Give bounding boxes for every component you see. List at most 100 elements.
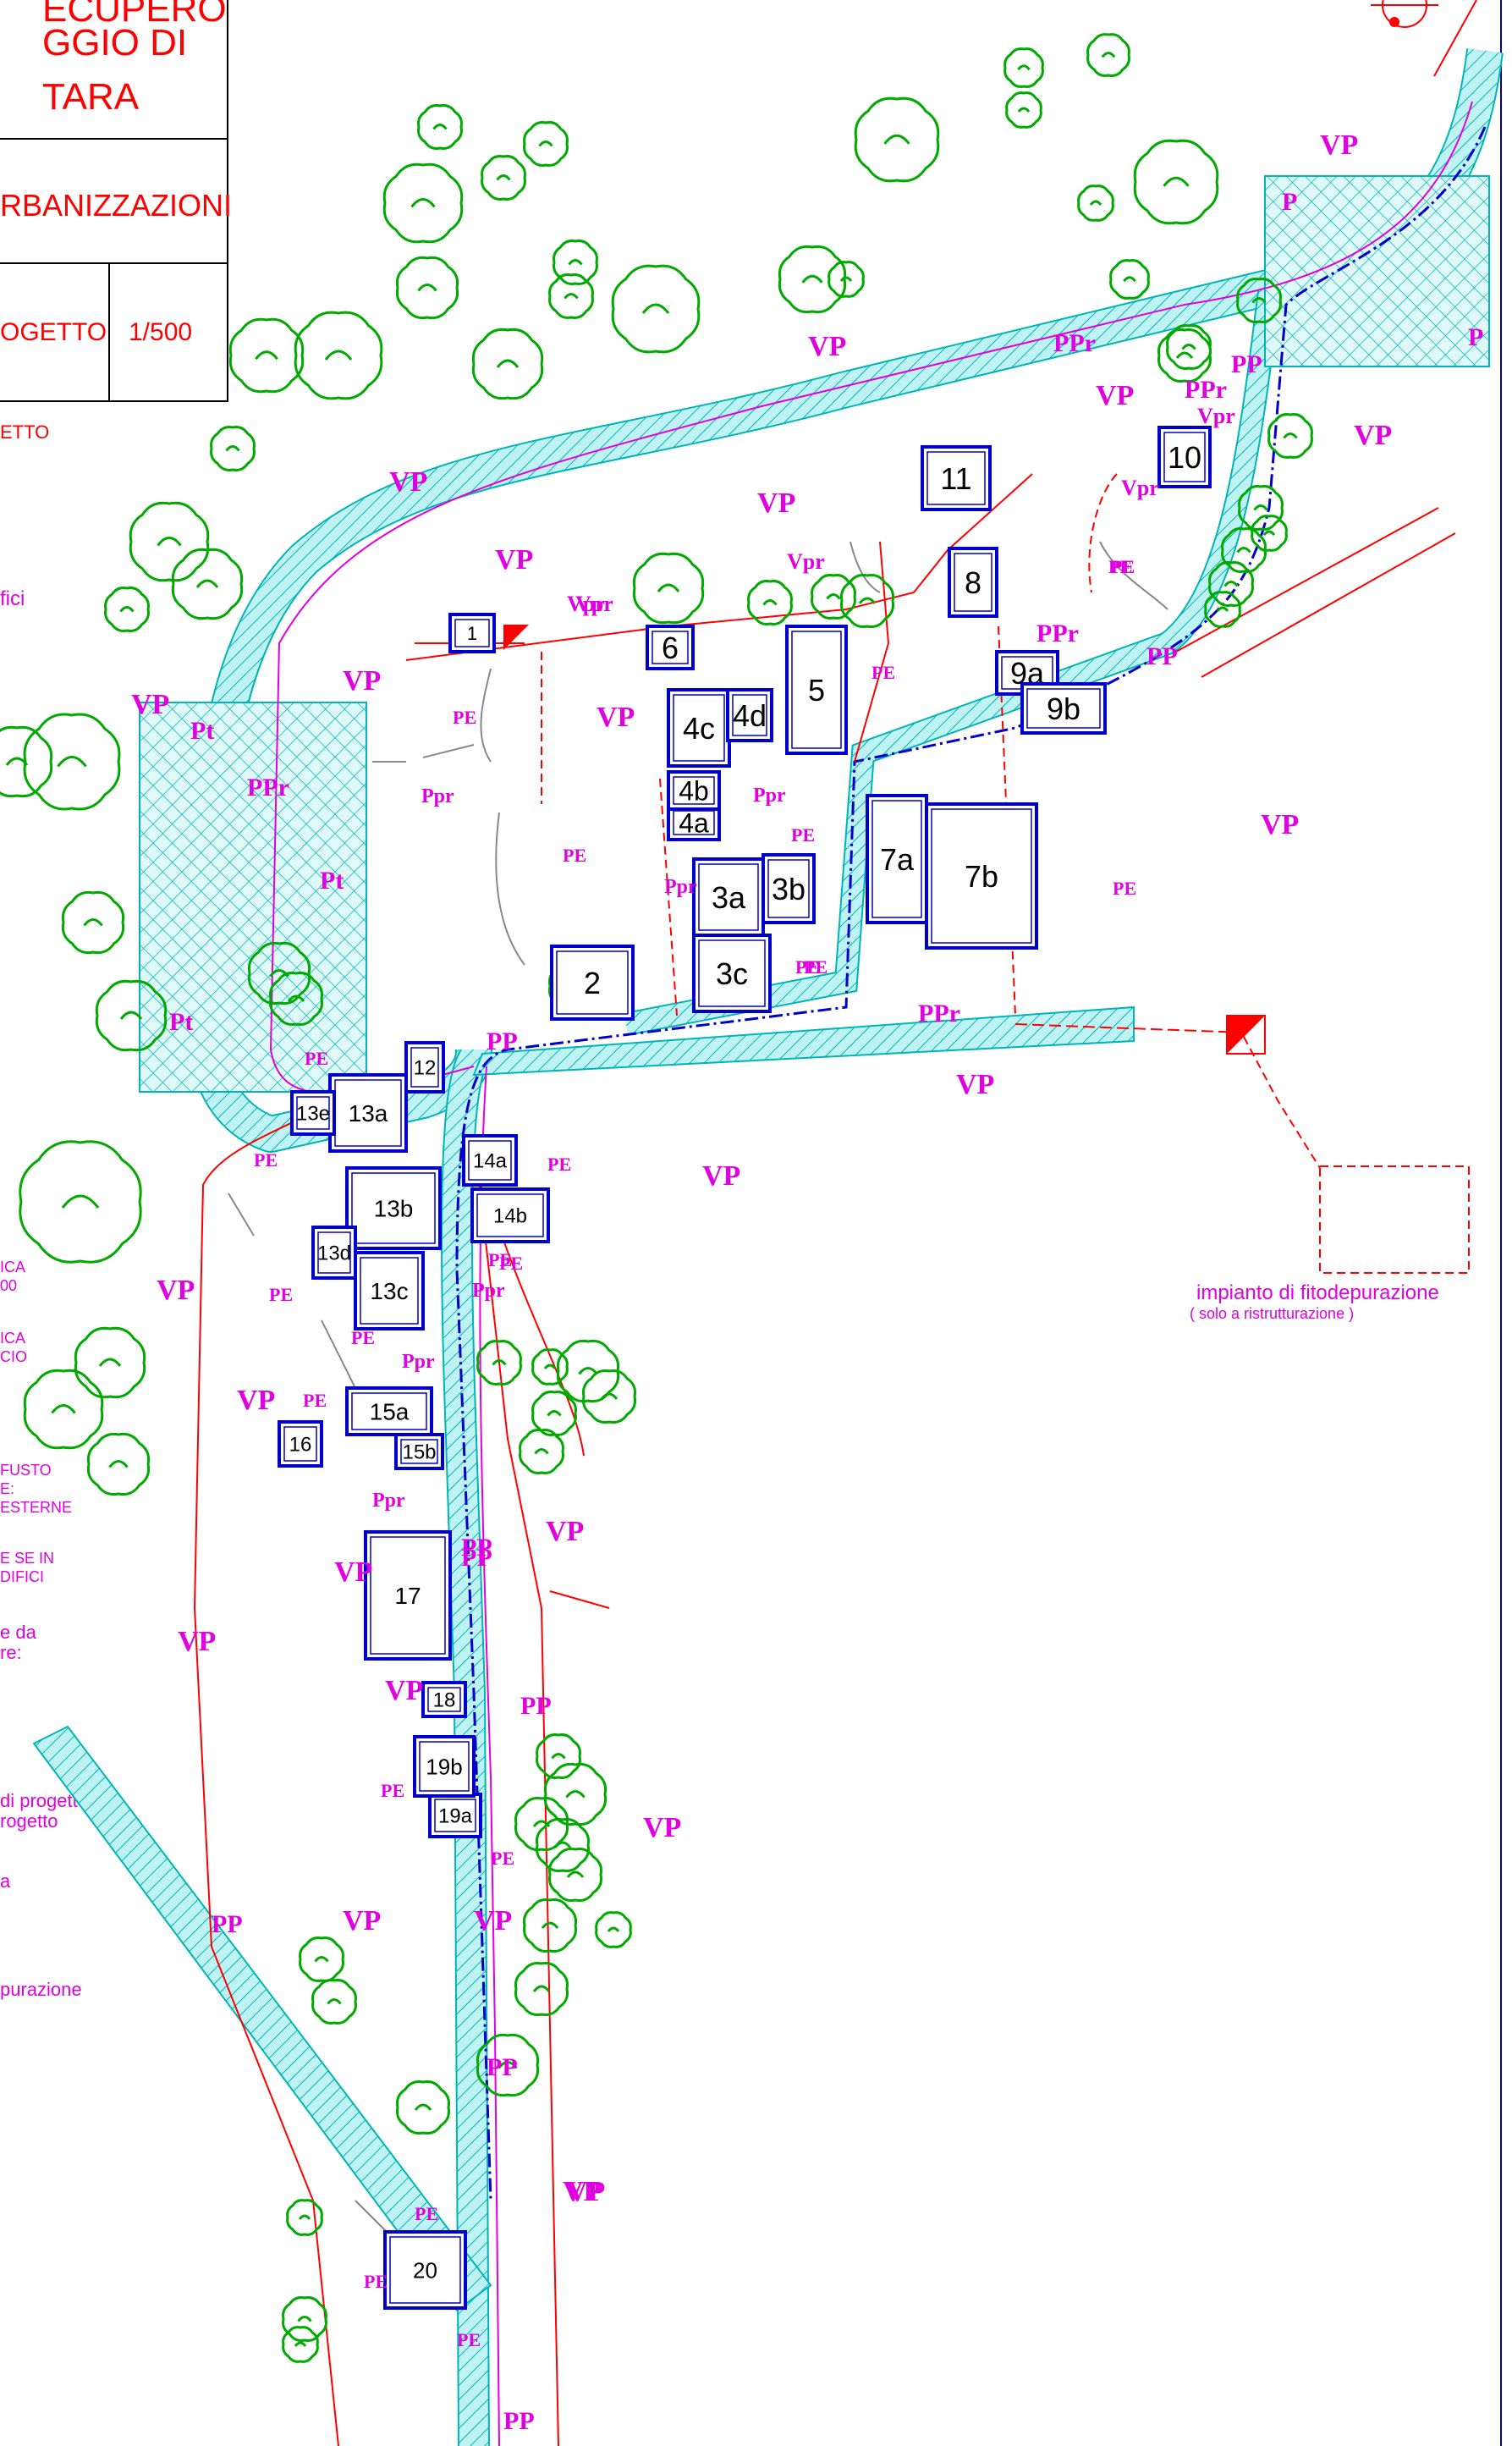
building-number: 6 — [662, 631, 679, 665]
building-number: 13a — [349, 1100, 388, 1127]
zone-label: PE — [381, 1780, 404, 1801]
tree-icon — [417, 104, 463, 150]
tree-icon — [61, 890, 125, 955]
building-outline — [995, 650, 1059, 696]
zone-label: PPr — [1036, 620, 1079, 647]
tree-icon — [286, 2199, 323, 2236]
zone-label: PE — [547, 1154, 571, 1175]
building-outline — [470, 1187, 550, 1243]
tree-icon — [1236, 278, 1282, 323]
building-outline — [646, 625, 695, 670]
building-outline — [925, 802, 1038, 950]
trees — [0, 33, 1313, 2363]
tree-icon — [74, 1326, 146, 1399]
zone-label: Ppr — [753, 785, 786, 807]
tree-icon — [548, 1848, 602, 1902]
zone-label: PP — [487, 1027, 518, 1055]
tree-icon — [228, 317, 305, 394]
building-outline — [364, 1530, 452, 1661]
building-number: 4c — [683, 711, 715, 746]
zone-label: VP — [157, 1275, 195, 1306]
zone-label: PE — [491, 1848, 514, 1869]
zone-labels: VPVPVPVPVPVPVPVPVPVPVPVPVPVPVPVPVPVPVPVP… — [131, 129, 1483, 2435]
building-outline — [462, 1134, 518, 1187]
building-number: 2 — [584, 966, 601, 1000]
tree-icon — [514, 1962, 569, 2016]
tree-icon — [1251, 515, 1288, 552]
zone-label: VP — [1261, 809, 1299, 840]
building-outline — [667, 770, 721, 811]
zone-label: VP — [567, 2176, 605, 2207]
zone-label: PE — [804, 956, 827, 978]
tree-icon — [23, 1369, 104, 1450]
zone-label: VP — [343, 665, 381, 697]
zone-label: Ppr — [402, 1351, 435, 1373]
tree-icon — [1086, 33, 1130, 77]
building-outline — [921, 445, 992, 511]
building-number: 19b — [426, 1754, 462, 1779]
tree-icon — [1003, 47, 1044, 88]
zone-label: Pt — [320, 867, 344, 895]
building-outline — [290, 1090, 336, 1136]
tree-icon — [543, 1762, 608, 1826]
building-outline — [692, 934, 772, 1013]
zone-label: PE — [563, 845, 586, 866]
scale-label: 1/500 — [129, 318, 193, 346]
tree-icon — [1077, 185, 1114, 222]
zone-label: VP — [389, 466, 427, 498]
building-number: 15a — [370, 1399, 410, 1425]
building-number: 14a — [473, 1150, 508, 1173]
building-number: 8 — [965, 565, 981, 600]
zone-label: Vpr — [567, 592, 605, 616]
zone-label: PE — [364, 2271, 388, 2292]
zone-label: VP — [178, 1626, 216, 1657]
legend-a: a — [0, 1870, 11, 1892]
zone-label: PE — [457, 2329, 481, 2350]
zone-label: PE — [415, 2203, 438, 2224]
tree-icon — [129, 501, 210, 582]
tree-icon — [23, 713, 121, 811]
zone-label: PE — [1111, 556, 1135, 577]
zone-label: PPr — [918, 1000, 960, 1027]
zone-label: PE — [795, 956, 819, 978]
zone-label: PE — [499, 1253, 523, 1274]
zone-label: VP — [757, 488, 795, 519]
zone-label: PPr — [247, 774, 289, 802]
building-number: 9b — [1047, 691, 1080, 726]
tree-icon — [86, 1432, 151, 1496]
tree-icon — [1166, 324, 1212, 370]
tree-icon — [104, 587, 150, 632]
zone-label: PE — [254, 1149, 278, 1171]
zone-label: PE — [791, 824, 815, 846]
building-number: 13b — [374, 1196, 414, 1222]
tree-icon — [1005, 91, 1042, 129]
tree-icon — [536, 1818, 590, 1872]
zone-label: Vpr — [575, 592, 613, 616]
zone-label: PE — [1113, 878, 1136, 899]
building-number: 3a — [712, 880, 746, 915]
tree-icon — [523, 1898, 577, 1953]
tree-icon — [269, 972, 323, 1026]
zone-label: VP — [956, 1069, 994, 1100]
tree-icon — [210, 426, 256, 471]
building-number: 1 — [467, 623, 477, 644]
legend-fici: fici — [0, 587, 25, 610]
tree-icon — [611, 264, 701, 354]
tree-icon — [171, 548, 244, 620]
tree-icon — [395, 256, 459, 320]
building-outline — [345, 1166, 442, 1250]
title-line-2: GGIO DI — [42, 22, 188, 63]
tree-icon — [481, 155, 526, 201]
building-number: 17 — [394, 1583, 421, 1609]
zone-label: PP — [487, 2053, 518, 2081]
zone-label: PE — [871, 662, 895, 683]
parking-area-p — [1264, 175, 1490, 367]
main-road — [32, 48, 1504, 2446]
building-outline — [761, 853, 816, 924]
tree-icon — [531, 1391, 577, 1436]
building-outline — [866, 794, 928, 924]
zone-label: PPr — [1185, 376, 1227, 404]
